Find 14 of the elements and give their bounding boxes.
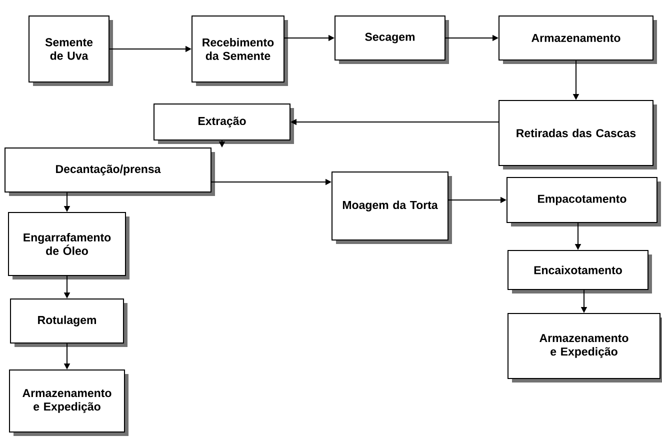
process-box: Semente de Uva (28, 16, 113, 86)
process-box: Retiradas das Cascas (498, 100, 657, 170)
process-box: Recebimento da Semente (192, 16, 288, 86)
process-box: Rotulagem (10, 298, 128, 347)
process-box: Armazenamento e Expedição (508, 313, 662, 382)
process-box: Empacotamento (506, 177, 661, 226)
process-box: Armazenamento (498, 16, 657, 64)
process-box: Secagem (334, 16, 449, 64)
process-box: Armazenamento e Expedição (9, 370, 128, 436)
process-box: Moagem da Torta (332, 172, 452, 244)
process-box: Extração (154, 104, 294, 144)
process-box: Decantação/prensa (4, 148, 215, 196)
process-box: Encaixotamento (508, 250, 652, 294)
process-box: Engarrafamento de Óleo (8, 212, 130, 280)
